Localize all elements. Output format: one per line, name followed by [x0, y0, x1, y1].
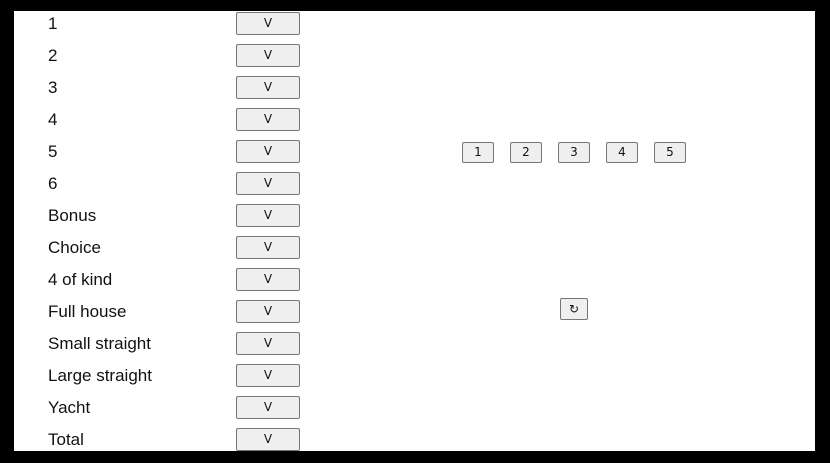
- score-row-sixes: 6 V: [14, 171, 314, 203]
- score-select-button[interactable]: V: [236, 364, 300, 387]
- die-button-3[interactable]: 3: [558, 142, 590, 163]
- score-row-threes: 3 V: [14, 75, 314, 107]
- score-row-small-straight: Small straight V: [14, 331, 314, 363]
- score-row-full-house: Full house V: [14, 299, 314, 331]
- score-select-button[interactable]: V: [236, 204, 300, 227]
- score-select-button[interactable]: V: [236, 44, 300, 67]
- score-label: 4 of kind: [48, 270, 113, 289]
- score-row-large-straight: Large straight V: [14, 363, 314, 395]
- score-row-fives: 5 V: [14, 139, 314, 171]
- game-board: 1 V 2 V 3 V 4 V 5 V 6 V Bonus V Choice V…: [14, 11, 815, 451]
- score-select-button[interactable]: V: [236, 236, 300, 259]
- score-select-button[interactable]: V: [236, 12, 300, 35]
- score-label: Total: [48, 430, 84, 449]
- score-label: 2: [48, 46, 58, 65]
- score-label: 4: [48, 110, 58, 129]
- score-row-yacht: Yacht V: [14, 395, 314, 427]
- score-select-button[interactable]: V: [236, 172, 300, 195]
- score-row-four-of-kind: 4 of kind V: [14, 267, 314, 299]
- score-label: Full house: [48, 302, 127, 321]
- reroll-icon: ↻: [568, 302, 580, 316]
- score-select-button[interactable]: V: [236, 140, 300, 163]
- score-row-fours: 4 V: [14, 107, 314, 139]
- score-row-choice: Choice V: [14, 235, 314, 267]
- score-label: 1: [48, 14, 58, 33]
- die-button-2[interactable]: 2: [510, 142, 542, 163]
- score-label: Choice: [48, 238, 101, 257]
- score-label: 6: [48, 174, 58, 193]
- score-select-button[interactable]: V: [236, 396, 300, 419]
- score-select-button[interactable]: V: [236, 268, 300, 291]
- score-label: Bonus: [48, 206, 97, 225]
- score-label: 5: [48, 142, 58, 161]
- score-row-ones: 1 V: [14, 11, 314, 43]
- score-select-button[interactable]: V: [236, 76, 300, 99]
- score-label: Large straight: [48, 366, 152, 385]
- score-label: Yacht: [48, 398, 91, 417]
- reroll-button[interactable]: ↻: [560, 298, 588, 320]
- score-label: 3: [48, 78, 58, 97]
- score-label: Small straight: [48, 334, 151, 353]
- score-row-bonus: Bonus V: [14, 203, 314, 235]
- die-button-1[interactable]: 1: [462, 142, 494, 163]
- die-button-5[interactable]: 5: [654, 142, 686, 163]
- die-button-4[interactable]: 4: [606, 142, 638, 163]
- score-select-button[interactable]: V: [236, 300, 300, 323]
- score-row-total: Total V: [14, 427, 314, 451]
- score-select-button[interactable]: V: [236, 428, 300, 451]
- score-row-twos: 2 V: [14, 43, 314, 75]
- score-select-button[interactable]: V: [236, 332, 300, 355]
- score-select-button[interactable]: V: [236, 108, 300, 131]
